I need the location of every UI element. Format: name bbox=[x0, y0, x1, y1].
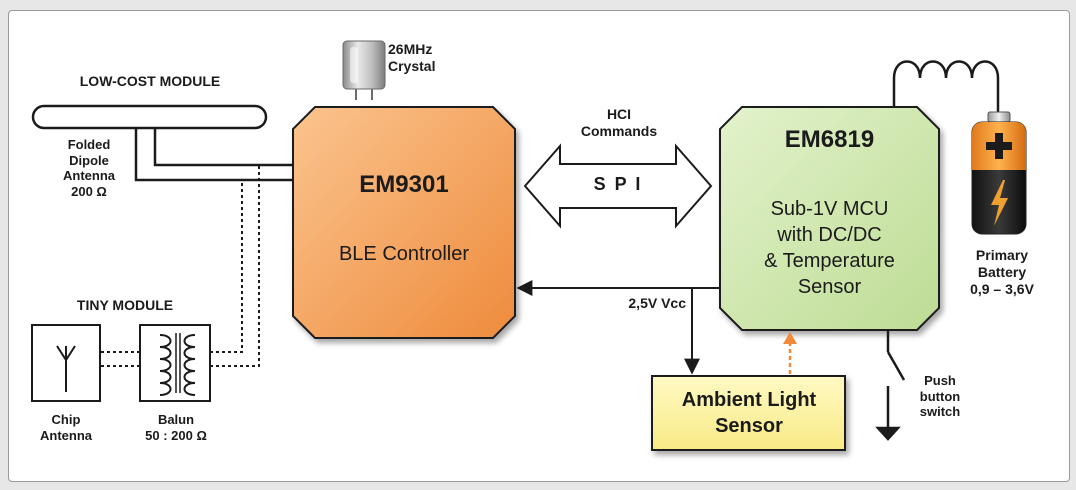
folded-dipole-line: 200 Ω bbox=[71, 183, 107, 199]
balun-label: Balun 50 : 200 Ω bbox=[128, 412, 224, 443]
em6819-subtitle-line: Sensor bbox=[797, 276, 862, 298]
em6819-subtitle-line: & Temperature bbox=[764, 250, 895, 272]
battery-icon bbox=[971, 111, 1027, 235]
ambient-line: Sensor bbox=[715, 415, 783, 437]
folded-dipole-antenna bbox=[31, 104, 292, 182]
balun-line: Balun bbox=[157, 412, 195, 427]
em6819-subtitle-line: with DC/DC bbox=[777, 224, 882, 246]
folded-dipole-line: Antenna bbox=[63, 168, 115, 184]
hci-line: Commands bbox=[580, 122, 658, 139]
battery-line: Primary bbox=[975, 247, 1029, 263]
crystal-line: Crystal bbox=[388, 57, 436, 74]
inductor-coil bbox=[892, 60, 1000, 112]
crystal-line: 26MHz bbox=[388, 41, 433, 57]
folded-dipole-line: Folded bbox=[67, 137, 111, 152]
balun-line: 50 : 200 Ω bbox=[145, 427, 207, 443]
chip-antenna-line: Chip bbox=[51, 412, 81, 427]
battery-line: Battery bbox=[977, 263, 1027, 280]
ambient-light-sensor-label: Ambient Light Sensor bbox=[654, 377, 844, 449]
em9301-block bbox=[292, 106, 516, 339]
hci-commands-label: HCI Commands bbox=[573, 106, 665, 140]
battery-label: Primary Battery 0,9 – 3,6V bbox=[954, 247, 1050, 297]
folded-dipole-label: Folded Dipole Antenna 200 Ω bbox=[44, 137, 134, 199]
chip-antenna-label: Chip Antenna bbox=[30, 412, 102, 443]
chip-antenna bbox=[31, 324, 101, 402]
em6819-title: EM6819 bbox=[784, 126, 875, 153]
low-cost-module-title: LOW-COST MODULE bbox=[79, 73, 221, 89]
push-button-line: button bbox=[919, 388, 961, 404]
balun-feed-lines bbox=[101, 165, 260, 367]
hci-line: HCI bbox=[606, 106, 632, 122]
spi-label: S P I bbox=[593, 174, 643, 194]
ambient-line: Ambient Light bbox=[681, 389, 817, 411]
em6819-subtitle-line: Sub-1V MCU bbox=[770, 198, 889, 220]
chip-antenna-line: Antenna bbox=[40, 427, 92, 443]
ambient-light-sensor-box bbox=[651, 375, 846, 451]
spi-double-arrow bbox=[523, 143, 713, 229]
push-button-switch bbox=[875, 330, 906, 441]
sensor-signal-arrow bbox=[783, 332, 797, 374]
em6819-block bbox=[719, 106, 940, 331]
folded-dipole-line: Dipole bbox=[69, 152, 109, 168]
push-button-line: Push bbox=[924, 373, 956, 388]
em9301-subtitle: BLE Controller bbox=[338, 243, 470, 265]
vcc-label: 2,5V Vcc bbox=[628, 295, 686, 311]
push-button-line: switch bbox=[919, 404, 961, 420]
em6819-subtitle: Sub-1V MCU with DC/DC & Temperature Sens… bbox=[720, 196, 939, 300]
tiny-module-title: TINY MODULE bbox=[76, 297, 174, 313]
balun bbox=[139, 324, 211, 402]
em9301-title: EM9301 bbox=[359, 171, 449, 198]
crystal-icon bbox=[342, 40, 386, 100]
push-button-label: Push button switch bbox=[902, 373, 978, 420]
battery-line: 0,9 – 3,6V bbox=[970, 280, 1034, 297]
crystal-label: 26MHz Crystal bbox=[388, 41, 468, 75]
